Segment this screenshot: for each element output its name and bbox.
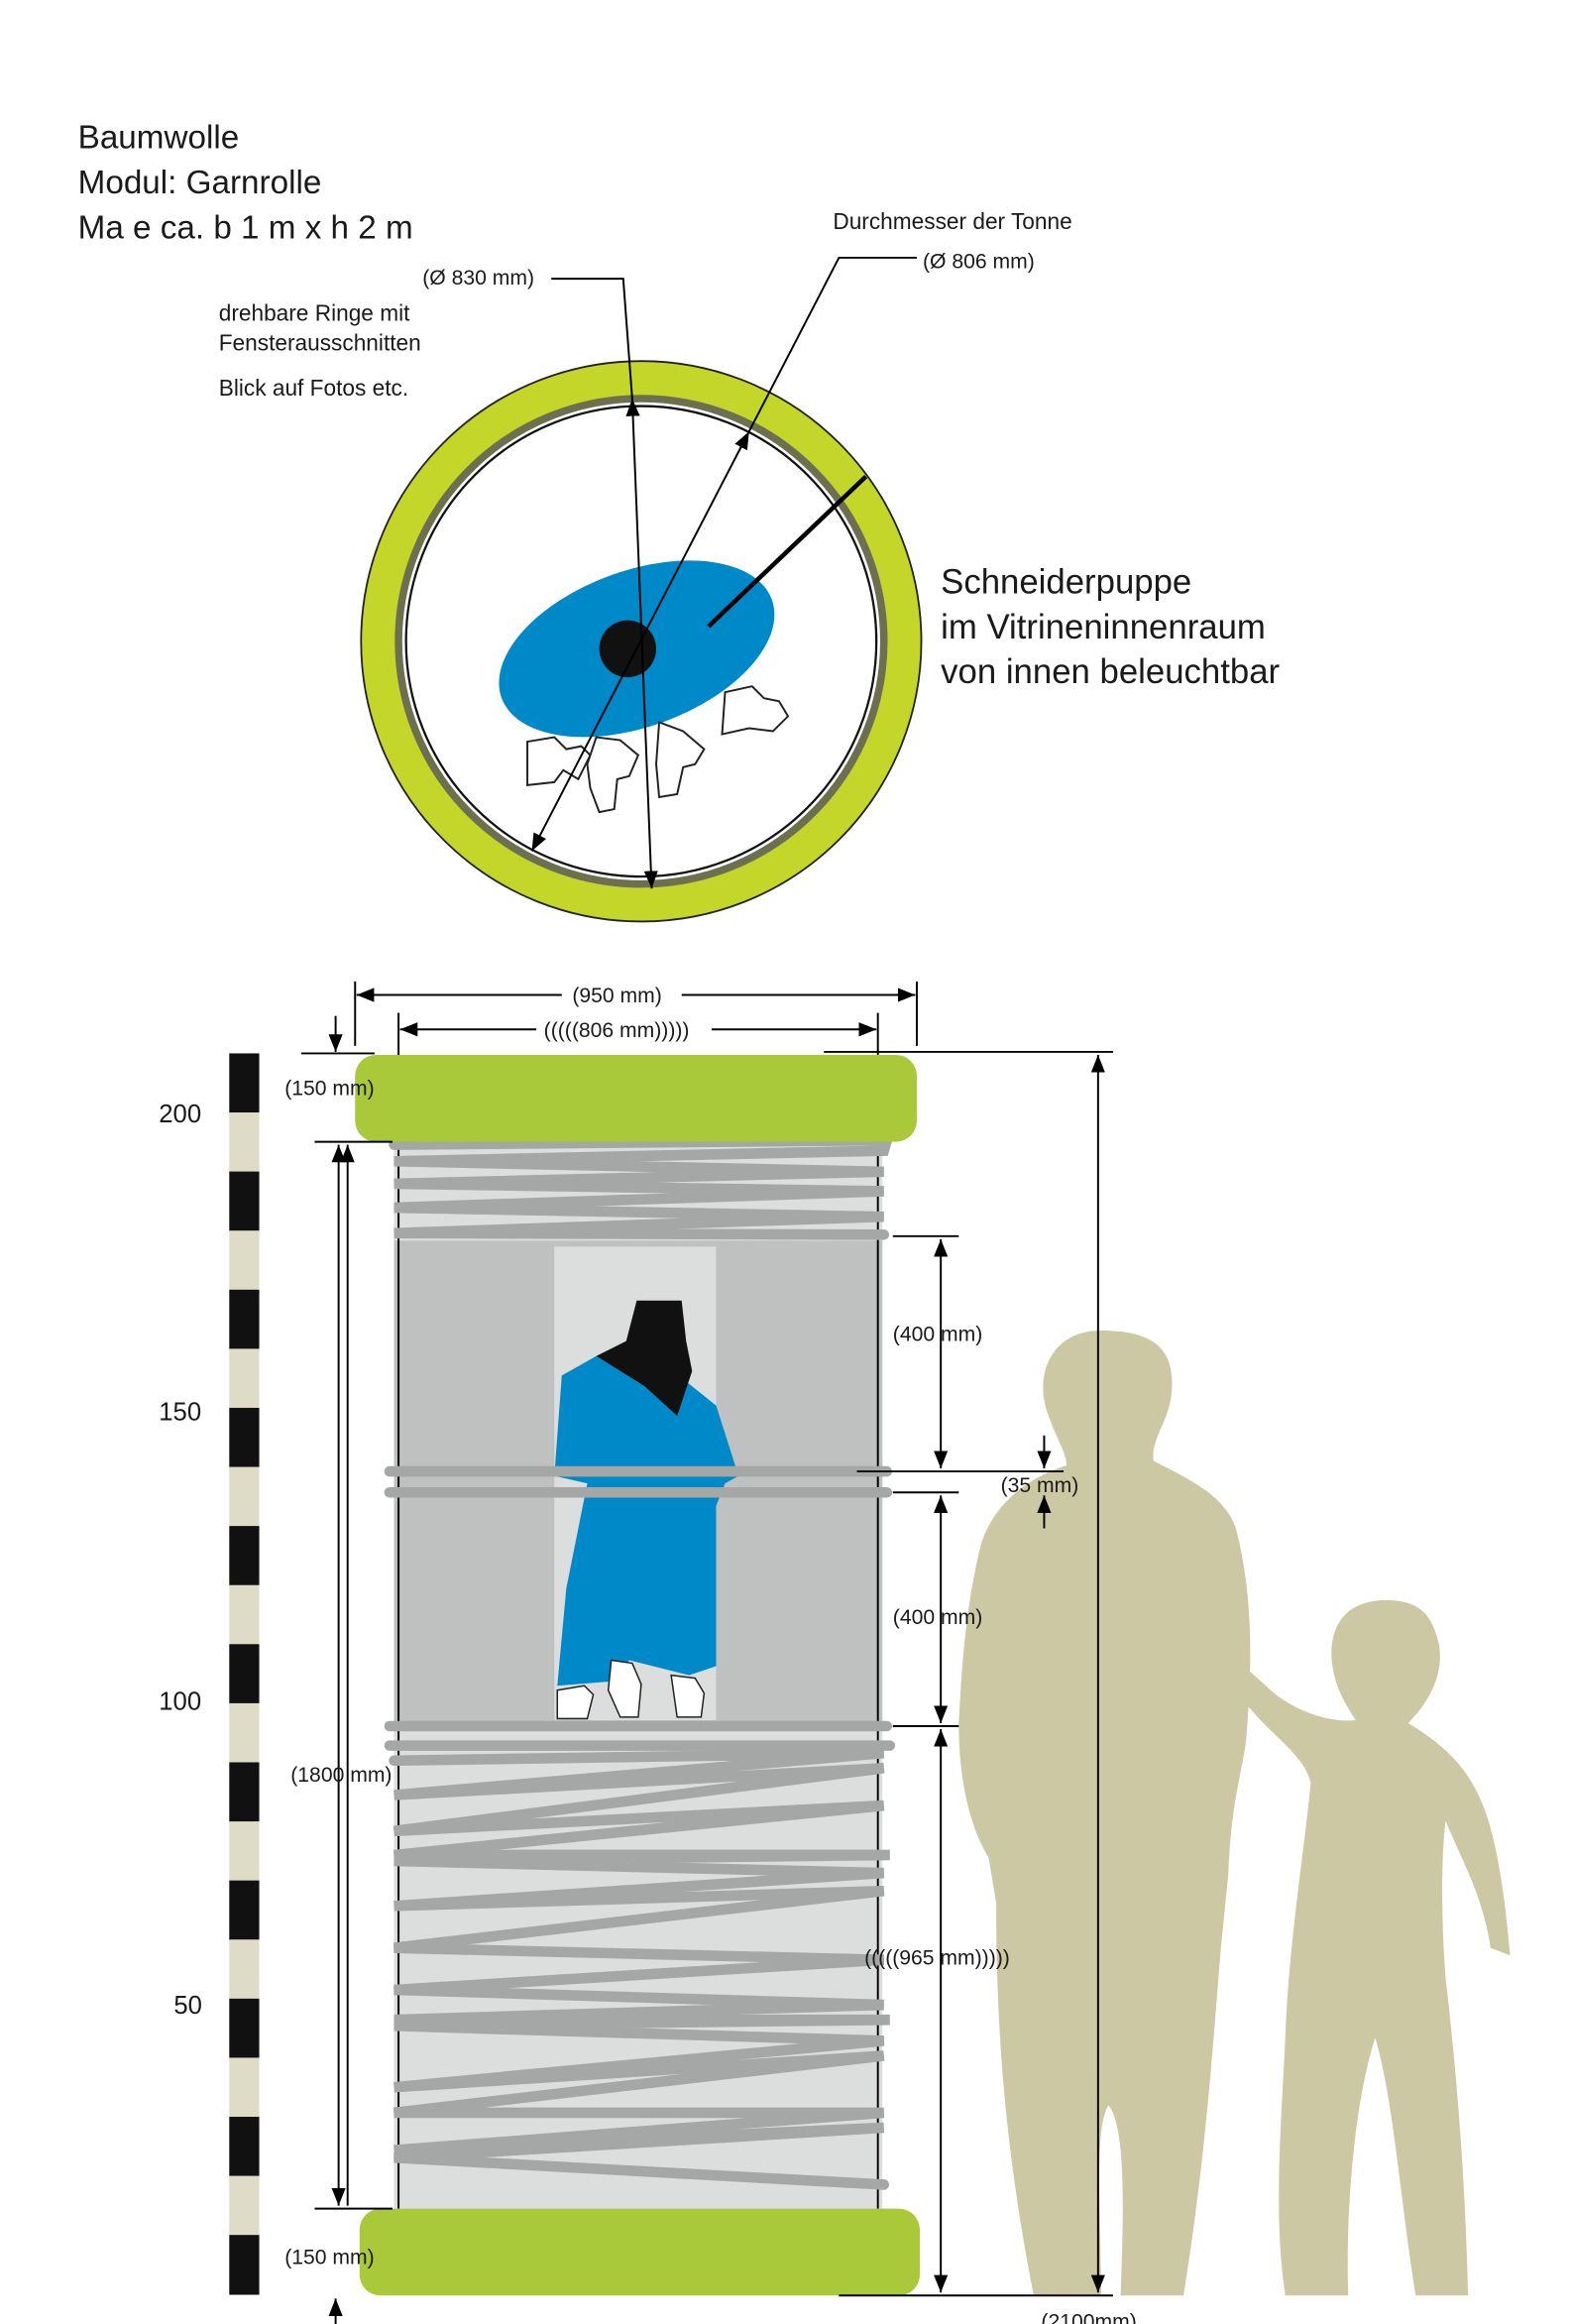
scale-segment xyxy=(229,1762,260,1822)
scale-label: 50 xyxy=(173,1992,202,2020)
cap-top-label: (150 mm) xyxy=(284,1078,374,1101)
mannequin-note: von innen beleuchtbar xyxy=(941,653,1280,691)
mannequin-torso xyxy=(596,1300,693,1417)
window-lower-label: (400 mm) xyxy=(893,1606,982,1629)
ring-gap-label: (35 mm) xyxy=(1001,1474,1079,1497)
scale-segment xyxy=(229,2057,260,2118)
scale-segment xyxy=(229,1584,260,1646)
outer-diameter-label: (Ø 830 mm) xyxy=(422,267,534,290)
scale-segment xyxy=(229,1998,260,2059)
title-line: Ma e ca. b 1 m x h 2 m xyxy=(78,209,413,246)
inner-diameter-label: (Ø 806 mm) xyxy=(923,251,1035,274)
scale-segment xyxy=(229,1702,260,1764)
thread-windings xyxy=(384,1134,896,2190)
scale-segment xyxy=(229,2117,260,2177)
mannequin-note: im Vitrineninnenraum xyxy=(941,609,1266,646)
top-cap xyxy=(355,1054,917,1142)
mannequin-dress xyxy=(554,1355,739,1686)
total-height-label: (2100mm) xyxy=(1041,2311,1136,2324)
scale-segment xyxy=(229,1171,260,1231)
scale-segment xyxy=(229,1880,260,1941)
body-height-label: (1800 mm) xyxy=(290,1764,392,1787)
dimensions: (950 mm) (((((806 mm))))) (150 mm) (1800… xyxy=(284,981,1137,2324)
scale-segment xyxy=(229,1407,260,1468)
cap-bottom-label: (150 mm) xyxy=(284,2247,374,2269)
scale-label: 200 xyxy=(159,1101,201,1128)
scale-segment xyxy=(229,1526,260,1586)
bottom-cap xyxy=(359,2208,921,2296)
scale-segment xyxy=(229,1230,260,1291)
width-inner-label: (((((806 mm))))) xyxy=(544,1019,690,1042)
scale-segment xyxy=(229,1289,260,1350)
top-view: Durchmesser der Tonne (Ø 806 mm) (Ø 830 … xyxy=(219,208,1280,923)
mannequin-shoes xyxy=(556,1659,706,1720)
scale-segment xyxy=(229,1644,260,1704)
mannequin-note: Schneiderpuppe xyxy=(941,563,1191,601)
scale-segment xyxy=(229,2175,260,2236)
diameter-label: Durchmesser der Tonne xyxy=(833,208,1071,234)
spool-side-view xyxy=(355,1012,921,2296)
width-outer-label: (950 mm) xyxy=(572,985,661,1007)
lower-section-label: (((((965 mm))))) xyxy=(864,1946,1010,1969)
title-block: Baumwolle Modul: Garnrolle Ma e ca. b 1 … xyxy=(78,120,413,247)
scale-segment xyxy=(229,1053,260,1113)
photos-note: Blick auf Fotos etc. xyxy=(219,375,408,401)
scale-segment xyxy=(229,1821,260,1882)
scale-segment xyxy=(229,1348,260,1409)
scale-bar xyxy=(229,1053,260,2295)
title-line: Baumwolle xyxy=(78,120,240,157)
rings-note: drehbare Ringe mit xyxy=(219,299,410,325)
rings-note: Fensterausschnitten xyxy=(219,330,421,356)
scale-segment xyxy=(229,2235,260,2295)
scale-segment xyxy=(229,1112,260,1173)
scale-label: 100 xyxy=(159,1687,201,1715)
child-silhouette xyxy=(1240,1600,1511,2296)
scale-segment xyxy=(229,1466,260,1527)
scale-label: 150 xyxy=(159,1399,201,1427)
scale-segment xyxy=(229,1939,260,2000)
title-line: Modul: Garnrolle xyxy=(78,165,322,201)
window-upper-label: (400 mm) xyxy=(893,1324,982,1346)
